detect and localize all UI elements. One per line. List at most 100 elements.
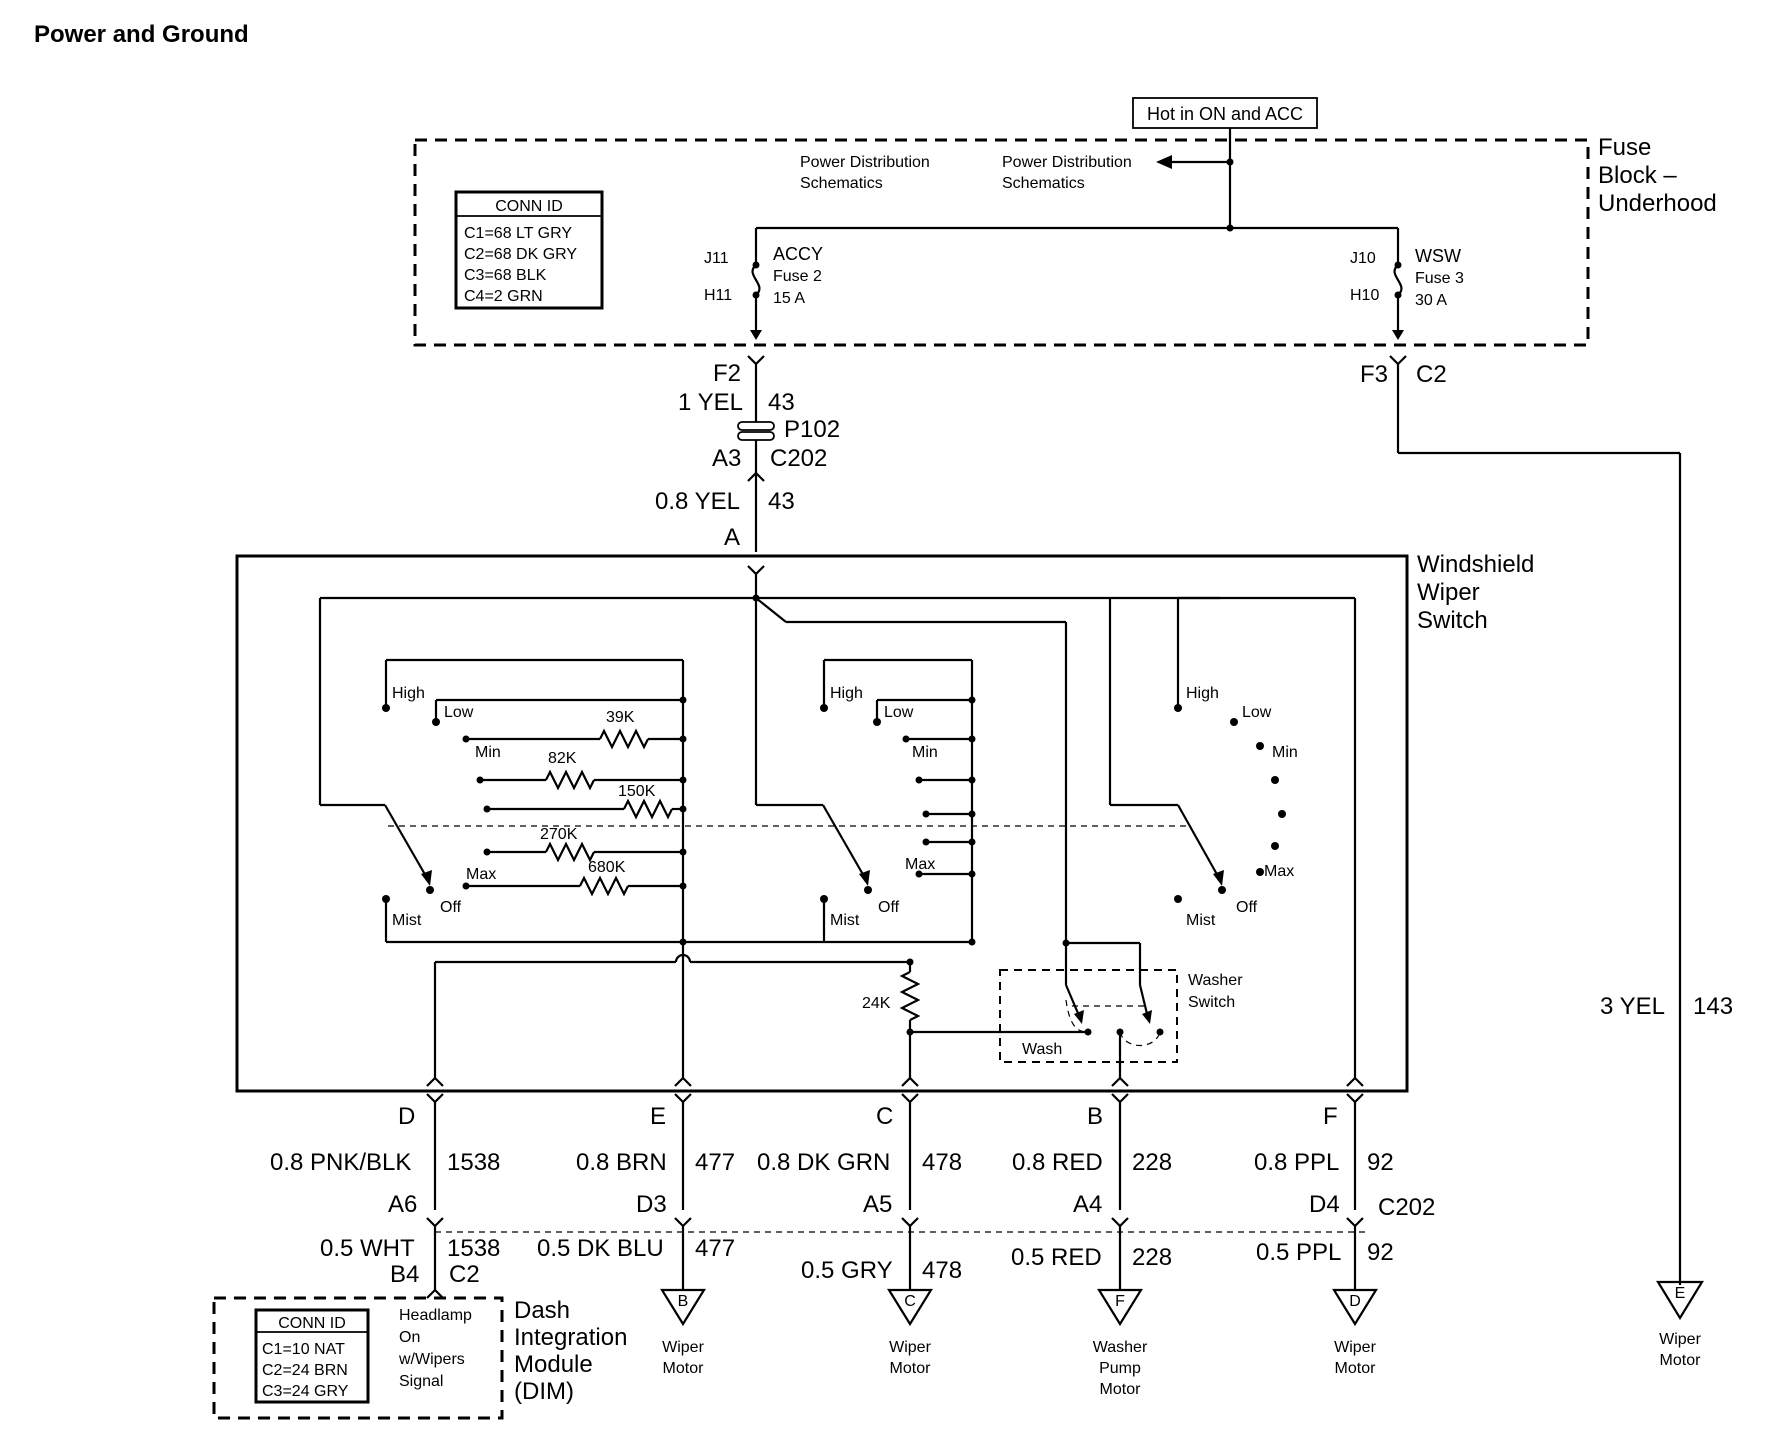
svg-text:B4: B4 bbox=[390, 1261, 419, 1288]
svg-text:Washer: Washer bbox=[1188, 972, 1243, 989]
svg-text:Wiper: Wiper bbox=[889, 1339, 931, 1356]
svg-text:Wiper: Wiper bbox=[662, 1339, 704, 1356]
svg-text:High: High bbox=[1186, 685, 1219, 702]
svg-text:C1=10 NAT: C1=10 NAT bbox=[262, 1341, 345, 1358]
svg-text:C2: C2 bbox=[449, 1261, 480, 1288]
svg-text:D3: D3 bbox=[636, 1191, 667, 1218]
svg-text:Underhood: Underhood bbox=[1598, 190, 1717, 217]
svg-text:478: 478 bbox=[922, 1149, 962, 1176]
svg-text:F2: F2 bbox=[713, 360, 741, 387]
svg-text:High: High bbox=[392, 685, 425, 702]
svg-text:Switch: Switch bbox=[1188, 994, 1235, 1011]
svg-text:Washer: Washer bbox=[1093, 1339, 1148, 1356]
svg-text:Wiper: Wiper bbox=[1334, 1339, 1376, 1356]
svg-text:0.8 PNK/BLK: 0.8 PNK/BLK bbox=[270, 1149, 411, 1176]
output-f: D Wiper Motor F 0.8 PPL 92 D4 0.5 PPL 92 bbox=[1254, 1076, 1394, 1377]
svg-text:C3=24 GRY: C3=24 GRY bbox=[262, 1383, 349, 1400]
svg-text:Wiper: Wiper bbox=[1659, 1331, 1701, 1348]
svg-text:B: B bbox=[678, 1293, 689, 1310]
svg-text:D: D bbox=[398, 1103, 415, 1130]
svg-text:Max: Max bbox=[466, 866, 496, 883]
svg-text:C2=68 DK GRY: C2=68 DK GRY bbox=[464, 246, 577, 263]
svg-text:On: On bbox=[399, 1329, 420, 1346]
svg-text:3 YEL: 3 YEL bbox=[1600, 993, 1665, 1020]
wiper-switch-section-2: High Low Min Max Mist Off bbox=[820, 658, 976, 942]
wiper-switch-section-1: High Low 39K Min 82K 150K 270K 680K Max bbox=[382, 658, 687, 1078]
svg-text:F3: F3 bbox=[1360, 361, 1388, 388]
svg-text:Low: Low bbox=[884, 704, 914, 721]
wiper-switch-section-3: High Low Min Max Mist Off bbox=[1174, 596, 1298, 929]
svg-text:Schematics: Schematics bbox=[800, 175, 883, 192]
svg-text:Off: Off bbox=[1236, 899, 1258, 916]
hot-label-box bbox=[1132, 97, 1318, 129]
svg-text:Switch: Switch bbox=[1417, 607, 1488, 634]
svg-text:1538: 1538 bbox=[447, 1235, 500, 1262]
output-d: D 0.8 PNK/BLK 1538 A6 0.5 WHT 1538 bbox=[270, 1076, 500, 1299]
svg-text:1538: 1538 bbox=[447, 1149, 500, 1176]
washer-switch: Washer Switch Wash bbox=[910, 939, 1243, 1078]
fuse-2: J11 H11 ACCY Fuse 2 15 A bbox=[704, 228, 823, 340]
svg-text:43: 43 bbox=[768, 488, 795, 515]
page-title: Power and Ground bbox=[34, 21, 249, 48]
svg-text:A5: A5 bbox=[863, 1191, 892, 1218]
svg-text:Motor: Motor bbox=[1335, 1360, 1377, 1377]
output-e: B Wiper Motor E 0.8 BRN 477 D3 0.5 DK BL… bbox=[537, 1076, 735, 1377]
svg-text:A6: A6 bbox=[388, 1191, 417, 1218]
svg-text:Fuse 3: Fuse 3 bbox=[1415, 270, 1464, 287]
svg-text:F: F bbox=[1115, 1293, 1125, 1310]
svg-text:24K: 24K bbox=[862, 995, 891, 1012]
svg-text:E: E bbox=[650, 1103, 666, 1130]
svg-text:150K: 150K bbox=[618, 783, 656, 800]
svg-text:680K: 680K bbox=[588, 859, 626, 876]
output-c: C Wiper Motor C 0.8 DK GRN 478 A5 0.5 GR… bbox=[757, 1076, 962, 1377]
svg-text:0.5 RED: 0.5 RED bbox=[1011, 1244, 1102, 1271]
svg-text:C202: C202 bbox=[770, 445, 827, 472]
svg-text:J11: J11 bbox=[704, 250, 729, 267]
svg-text:0.8 PPL: 0.8 PPL bbox=[1254, 1149, 1339, 1176]
svg-text:A3: A3 bbox=[712, 445, 741, 472]
svg-text:Motor: Motor bbox=[1100, 1381, 1142, 1398]
dash-integration-module: B4 C2 CONN ID C1=10 NAT C2=24 BRN C3=24 … bbox=[212, 1261, 627, 1420]
svg-text:H11: H11 bbox=[704, 287, 732, 304]
svg-text:Min: Min bbox=[1272, 744, 1298, 761]
svg-text:Low: Low bbox=[1242, 704, 1272, 721]
svg-text:Low: Low bbox=[444, 704, 474, 721]
svg-text:Mist: Mist bbox=[1186, 912, 1216, 929]
svg-text:Headlamp: Headlamp bbox=[399, 1307, 472, 1324]
power-distribution-ref-1: Power Distribution bbox=[800, 154, 930, 171]
hot-label: Hot in ON and ACC bbox=[1147, 104, 1303, 124]
svg-text:Mist: Mist bbox=[392, 912, 422, 929]
svg-text:H10: H10 bbox=[1350, 287, 1379, 304]
svg-text:Min: Min bbox=[912, 744, 938, 761]
wiper-switch-name: Windshield bbox=[1417, 551, 1534, 578]
svg-text:Off: Off bbox=[878, 899, 900, 916]
svg-text:30 A: 30 A bbox=[1415, 292, 1447, 309]
arrow-left-icon bbox=[1156, 155, 1172, 169]
svg-text:Motor: Motor bbox=[1660, 1352, 1702, 1369]
svg-text:82K: 82K bbox=[548, 750, 577, 767]
feed-circuit-43: F2 1 YEL 43 P102 A3 C202 0.8 YEL 43 A bbox=[655, 355, 840, 576]
svg-text:A: A bbox=[724, 524, 740, 551]
svg-text:A4: A4 bbox=[1073, 1191, 1102, 1218]
svg-text:43: 43 bbox=[768, 389, 795, 416]
svg-text:Motor: Motor bbox=[890, 1360, 932, 1377]
svg-text:0.8 BRN: 0.8 BRN bbox=[576, 1149, 667, 1176]
svg-text:Max: Max bbox=[905, 856, 935, 873]
svg-text:C: C bbox=[904, 1293, 916, 1310]
svg-text:Off: Off bbox=[440, 899, 462, 916]
svg-text:228: 228 bbox=[1132, 1244, 1172, 1271]
svg-text:92: 92 bbox=[1367, 1149, 1394, 1176]
svg-text:E: E bbox=[1675, 1285, 1686, 1302]
svg-text:0.8 DK GRN: 0.8 DK GRN bbox=[757, 1149, 890, 1176]
svg-text:ACCY: ACCY bbox=[773, 244, 823, 264]
svg-text:Motor: Motor bbox=[663, 1360, 705, 1377]
svg-text:Signal: Signal bbox=[399, 1373, 443, 1390]
fuse-block-name: Fuse bbox=[1598, 134, 1651, 161]
svg-text:(DIM): (DIM) bbox=[514, 1378, 574, 1405]
svg-text:477: 477 bbox=[695, 1149, 735, 1176]
svg-text:478: 478 bbox=[922, 1257, 962, 1284]
svg-text:Module: Module bbox=[514, 1351, 593, 1378]
svg-text:Mist: Mist bbox=[830, 912, 860, 929]
svg-text:Wiper: Wiper bbox=[1417, 579, 1480, 606]
